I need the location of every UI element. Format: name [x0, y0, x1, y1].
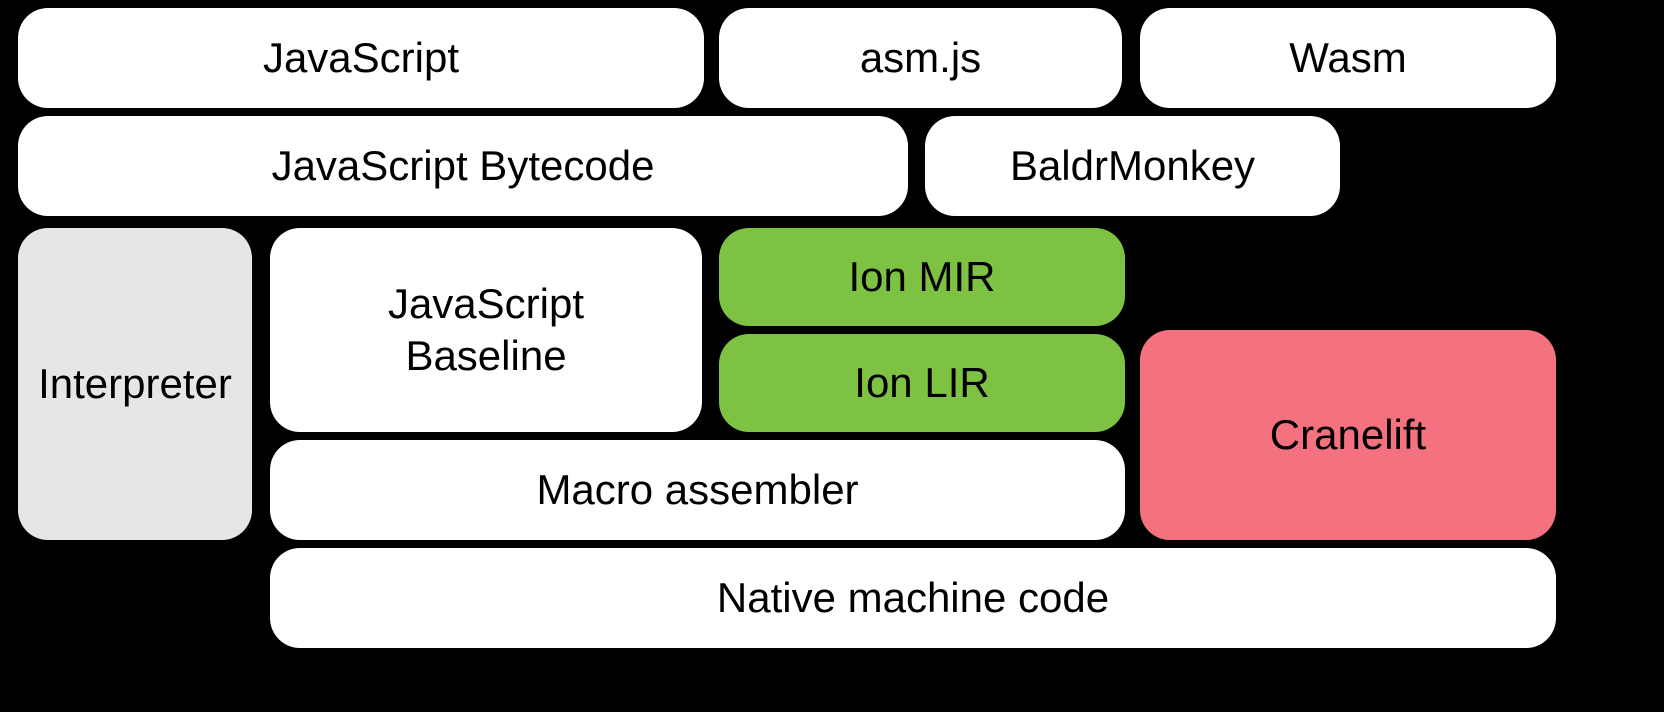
- box-ion-lir-label: Ion LIR: [854, 358, 990, 406]
- box-ion-mir-label: Ion MIR: [848, 252, 996, 300]
- box-asmjs-label: asm.js: [859, 33, 982, 81]
- box-baldrmonkey: BaldrMonkey: [925, 116, 1340, 216]
- box-native-machine-code-label: Native machine code: [716, 573, 1110, 621]
- box-wasm: Wasm: [1140, 8, 1556, 108]
- box-cranelift-label: Cranelift: [1269, 410, 1427, 458]
- box-javascript-bytecode-label: JavaScript Bytecode: [271, 141, 655, 189]
- box-native-machine-code: Native machine code: [270, 548, 1556, 648]
- box-interpreter: Interpreter: [18, 228, 252, 540]
- box-javascript-label: JavaScript: [262, 33, 460, 81]
- box-javascript: JavaScript: [18, 8, 704, 108]
- box-interpreter-label: Interpreter: [38, 359, 232, 407]
- box-javascript-baseline-label: JavaScript Baseline: [387, 279, 585, 380]
- box-baldrmonkey-label: BaldrMonkey: [1009, 141, 1256, 189]
- box-macro-assembler-label: Macro assembler: [536, 465, 859, 513]
- box-ion-lir: Ion LIR: [719, 334, 1125, 432]
- box-cranelift: Cranelift: [1140, 330, 1556, 540]
- box-asmjs: asm.js: [719, 8, 1122, 108]
- box-macro-assembler: Macro assembler: [270, 440, 1125, 540]
- box-wasm-label: Wasm: [1289, 33, 1407, 81]
- box-ion-mir: Ion MIR: [719, 228, 1125, 326]
- box-javascript-bytecode: JavaScript Bytecode: [18, 116, 908, 216]
- box-javascript-baseline: JavaScript Baseline: [270, 228, 702, 432]
